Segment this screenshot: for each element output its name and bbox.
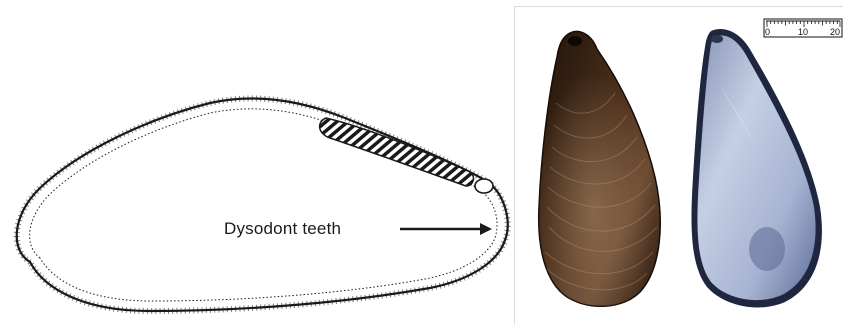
- drawing-panel: Dysodont teeth: [0, 0, 512, 325]
- mussel-photos: [515, 7, 843, 325]
- mussel-umbo: [568, 36, 582, 46]
- mussel-muscle-scar: [749, 227, 785, 271]
- dysodont-teeth-label: Dysodont teeth: [224, 219, 341, 239]
- shell-outline: [17, 98, 508, 311]
- hinge-knob: [475, 179, 493, 193]
- shell-outline-drawing: [0, 0, 512, 325]
- scale-tick-10: 10: [798, 27, 808, 37]
- photo-panel: 0 10 20: [514, 6, 843, 325]
- scale-tick-0: 0: [765, 27, 770, 37]
- scale-bar: 0 10 20: [763, 18, 843, 38]
- mussel-outer-highlight: [539, 31, 661, 306]
- mussel-inner-umbo: [711, 35, 723, 43]
- scale-tick-20: 20: [830, 27, 840, 37]
